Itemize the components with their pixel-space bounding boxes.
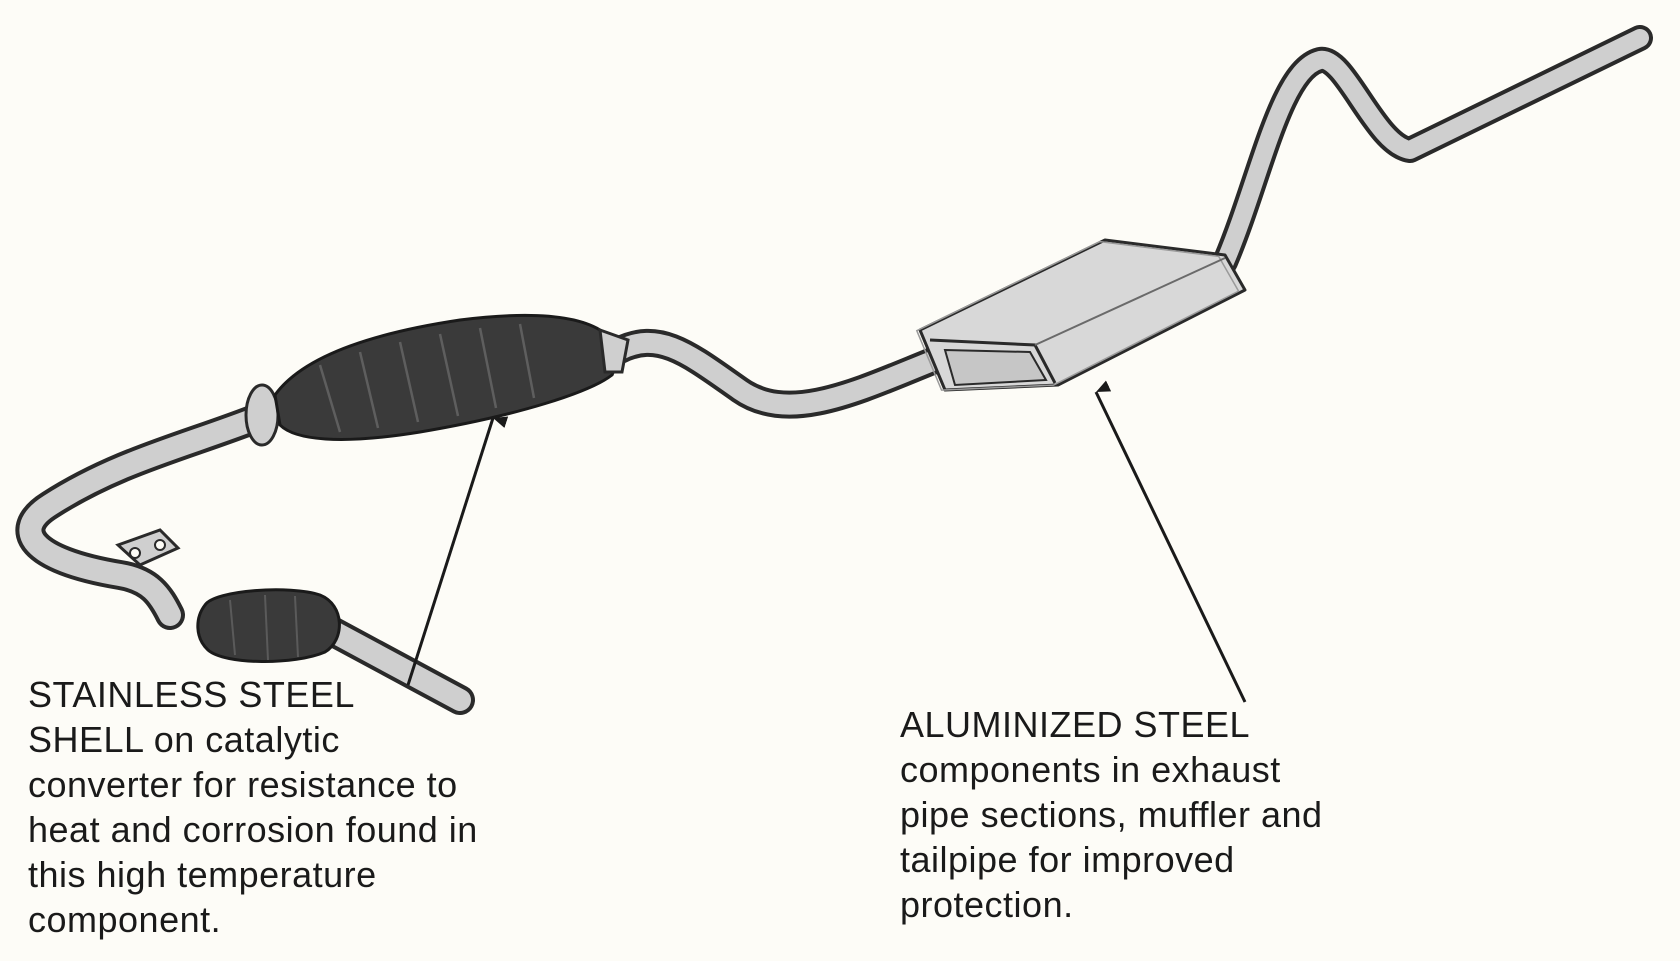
intermediate-pipe <box>606 328 949 419</box>
converter-flange <box>244 383 280 447</box>
callout-line: protection. <box>900 884 1074 925</box>
callout-line: ALUMINIZED STEEL <box>900 704 1251 745</box>
aluminized-steel-callout: ALUMINIZED STEEL components in exhaust p… <box>900 702 1323 927</box>
stainless-steel-callout: STAINLESS STEEL SHELL on catalytic conve… <box>28 672 478 942</box>
front-pipe <box>15 400 280 630</box>
manifold-flange <box>115 528 181 567</box>
pre-catalytic-converter <box>196 588 341 663</box>
callout-line: tailpipe for improved <box>900 839 1235 880</box>
callout-line: converter for resistance to <box>28 764 458 805</box>
aluminized-arrow <box>1094 380 1247 703</box>
tailpipe <box>1212 25 1653 275</box>
callout-line: this high temperature <box>28 854 377 895</box>
callout-line: STAINLESS STEEL <box>28 674 355 715</box>
callout-line: pipe sections, muffler and <box>900 794 1323 835</box>
callout-line: heat and corrosion found in <box>28 809 478 850</box>
callout-line: component. <box>28 899 222 940</box>
catalytic-converter <box>273 313 630 441</box>
callout-line: SHELL on catalytic <box>28 719 340 760</box>
muffler <box>915 238 1247 392</box>
callout-line: components in exhaust <box>900 749 1281 790</box>
stainless-arrow <box>406 416 509 686</box>
lower-pipe <box>315 615 475 715</box>
